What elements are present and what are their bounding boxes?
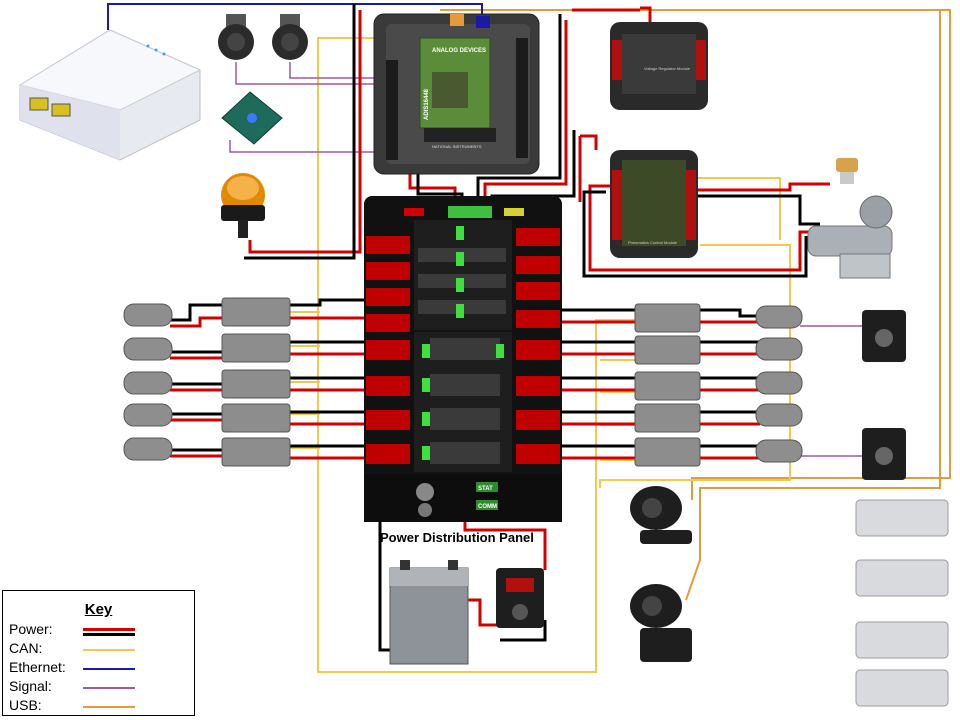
left-drive-wiring bbox=[170, 298, 370, 460]
potentiometers bbox=[218, 14, 308, 60]
pcm-label: Pneumatics Control Module bbox=[628, 240, 678, 245]
compressor bbox=[807, 195, 893, 279]
beacon-light bbox=[221, 173, 265, 238]
legend-label-can: CAN: bbox=[9, 640, 43, 656]
pressure-switch bbox=[836, 158, 858, 184]
usb-cameras bbox=[630, 486, 692, 662]
gyro-sensor bbox=[221, 91, 283, 145]
pdp-fuse-slots bbox=[366, 228, 560, 464]
pdp-stat-label: STAT bbox=[478, 486, 493, 492]
right-motor-controllers bbox=[634, 303, 701, 467]
solenoid-valves bbox=[855, 499, 949, 707]
pneumatics-control-module bbox=[610, 150, 698, 258]
pdp-terminal-positive bbox=[418, 503, 432, 517]
wireless-radio bbox=[18, 29, 202, 161]
vrm-label: Voltage Regulator Module bbox=[644, 66, 691, 71]
legend-label-power: Power: bbox=[9, 621, 53, 637]
legend-swatch-usb bbox=[83, 706, 135, 708]
roborio-maker-text: NATIONAL INSTRUMENTS bbox=[432, 144, 482, 149]
legend-label-ethernet: Ethernet: bbox=[9, 659, 66, 675]
legend-swatch-signal bbox=[83, 687, 135, 689]
legend-title: Key bbox=[84, 601, 113, 618]
right-drive-wiring bbox=[560, 308, 760, 460]
legend-swatch-can bbox=[83, 649, 135, 651]
roborio bbox=[373, 13, 540, 175]
legend-swatch-ethernet bbox=[83, 668, 135, 670]
legend-key: Key Power: CAN: Ethernet: Signal: USB: bbox=[2, 590, 195, 716]
legend-swatch-power bbox=[83, 628, 135, 636]
battery bbox=[389, 560, 469, 665]
pdp-comm-led bbox=[476, 500, 498, 510]
pdp-terminal-negative bbox=[416, 483, 434, 501]
right-motors bbox=[755, 305, 803, 463]
pdp-stat-led bbox=[476, 482, 498, 492]
pdp-comm-label: COMM bbox=[478, 504, 497, 510]
legend-label-signal: Signal: bbox=[9, 678, 52, 694]
pdp-title: Power Distribution Panel bbox=[380, 530, 534, 545]
left-motors bbox=[123, 303, 173, 461]
roborio-brand-text: ANALOG DEVICES bbox=[432, 48, 486, 54]
roborio-chip-text: ADIS16448 bbox=[424, 88, 430, 120]
left-motor-controllers bbox=[221, 297, 291, 467]
pdp-green-tabs bbox=[422, 226, 504, 460]
signal-wires bbox=[229, 62, 862, 457]
usb-wires bbox=[440, 9, 951, 601]
legend-label-usb: USB: bbox=[9, 697, 42, 713]
main-breaker bbox=[496, 568, 544, 628]
voltage-regulator-module bbox=[610, 22, 708, 110]
encoders-right bbox=[862, 310, 906, 480]
